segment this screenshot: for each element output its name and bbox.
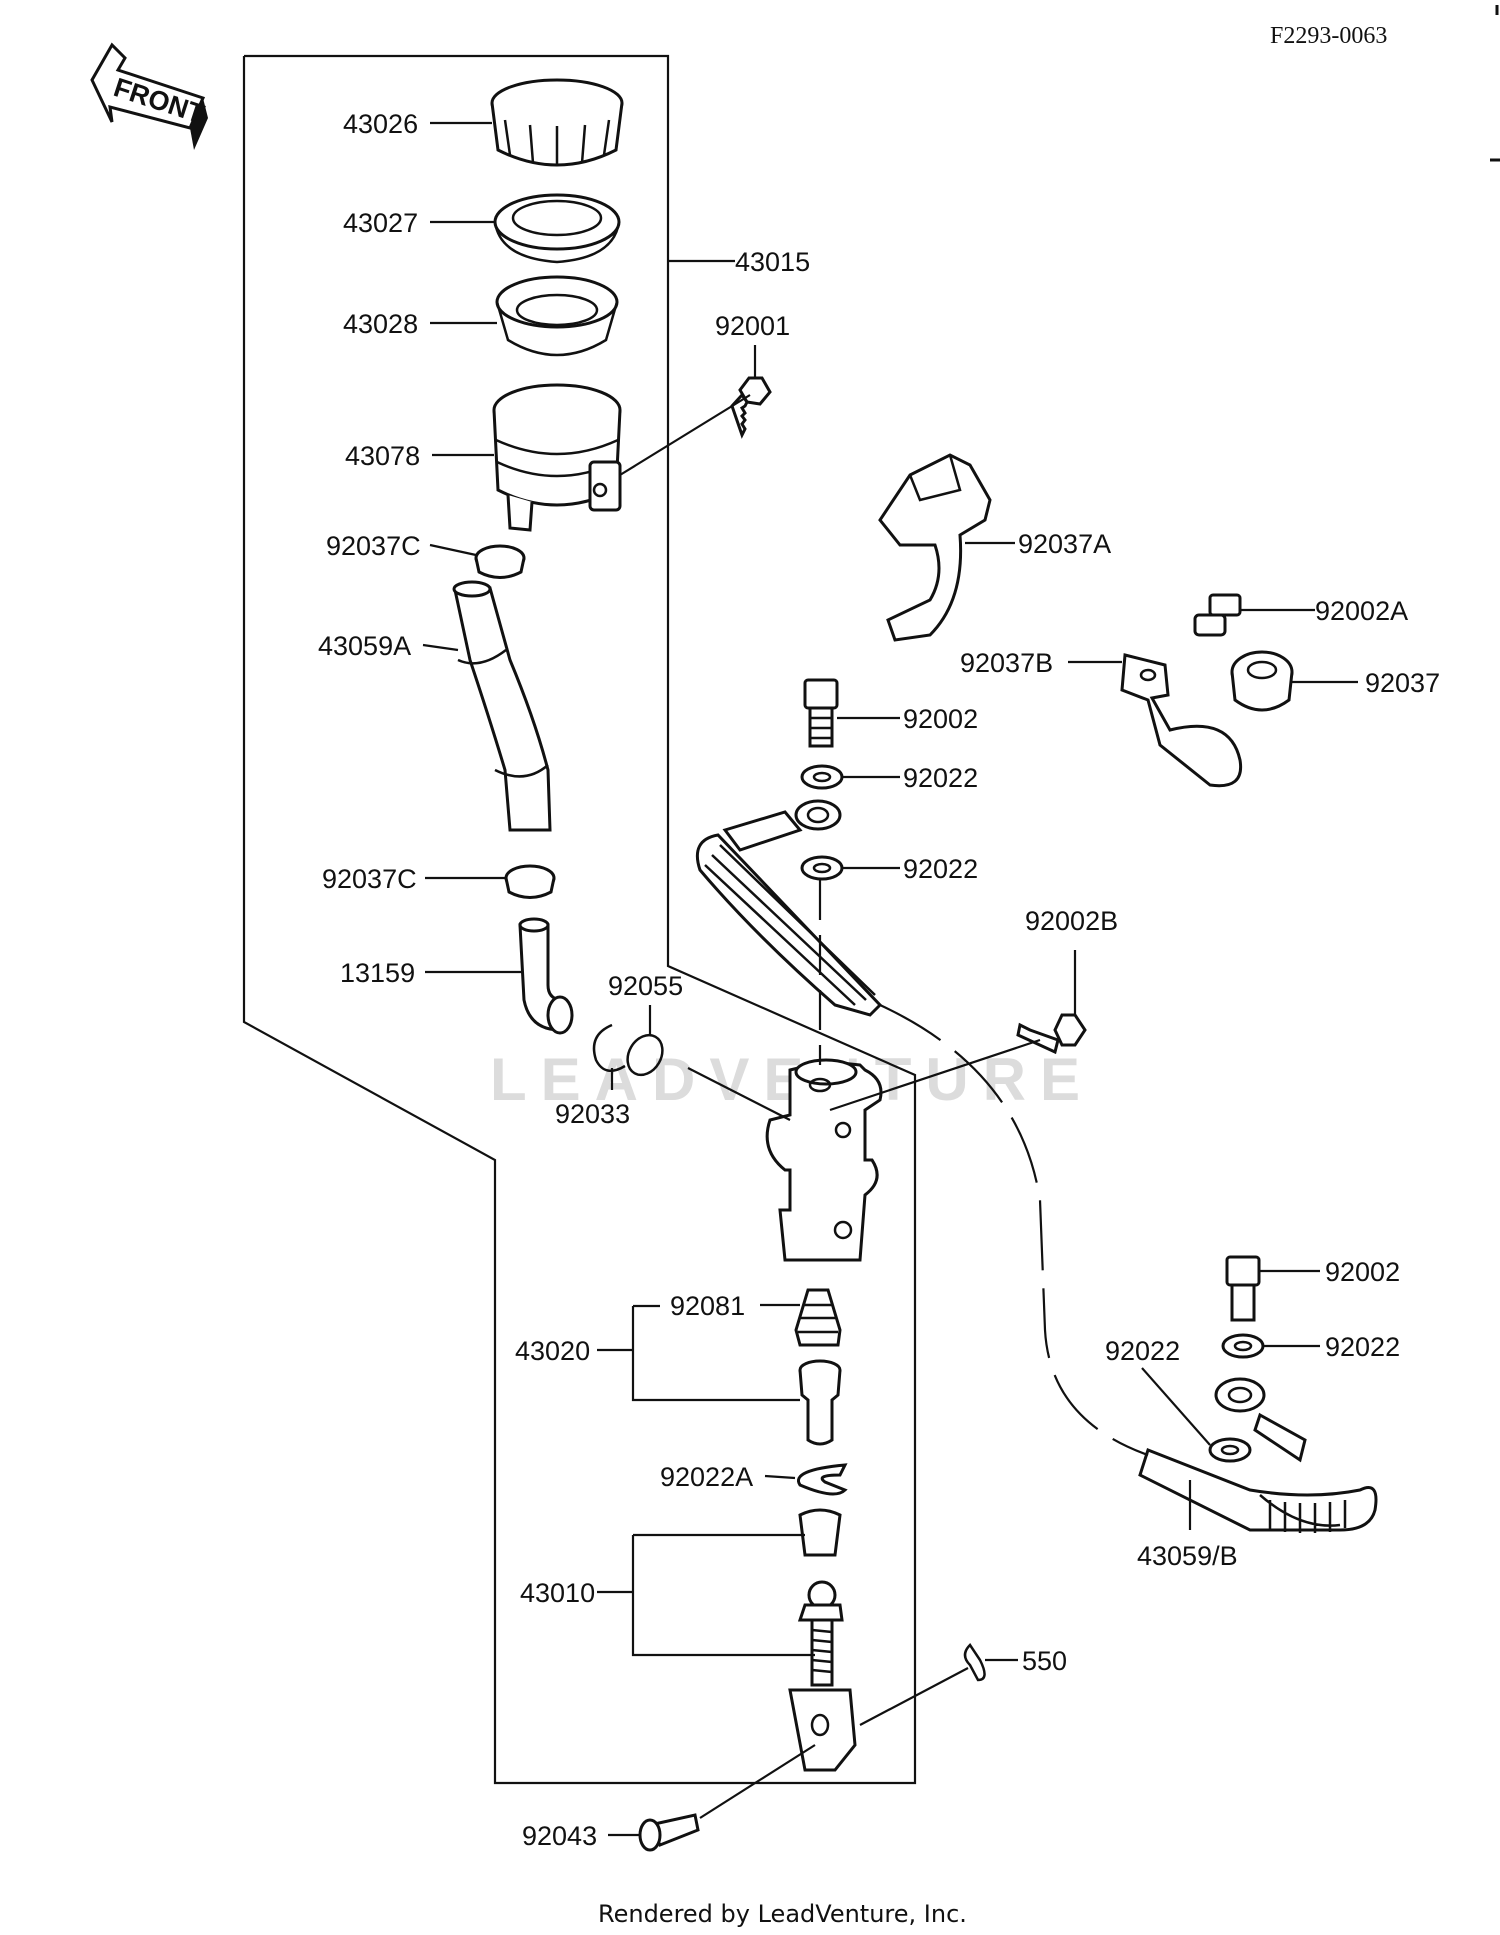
piston-set-part <box>788 1508 857 1772</box>
reservoir-fitting-part <box>798 1359 842 1446</box>
brake-hose-lower-part <box>1138 1377 1378 1533</box>
label-92055: 92055 <box>608 971 683 1001</box>
label-92022a: 92022A <box>660 1462 753 1492</box>
hose-clip-a-part <box>878 453 992 642</box>
label-43059b: 43059/B <box>1137 1541 1238 1571</box>
label-92002-top: 92002 <box>903 704 978 734</box>
washer-top-2-part <box>800 855 844 881</box>
label-13159: 13159 <box>340 958 415 988</box>
label-43078: 43078 <box>345 441 420 471</box>
label-92022-top-2: 92022 <box>903 854 978 884</box>
reservoir-bolt-part <box>730 376 772 439</box>
banjo-bolt-b-part <box>1016 1013 1087 1055</box>
banjo-bolt-right-part <box>1225 1255 1261 1322</box>
label-92001: 92001 <box>715 311 790 341</box>
brake-hose-top-part <box>695 799 883 1017</box>
label-92037c-bottom: 92037C <box>322 864 417 894</box>
washer-a-part <box>797 1463 848 1496</box>
footer-credit: Rendered by LeadVenture, Inc. <box>598 1900 967 1928</box>
label-43015: 43015 <box>735 247 810 277</box>
diagram-code: F2293-0063 <box>1270 23 1387 49</box>
label-43028: 43028 <box>343 309 418 339</box>
label-92022-top-1: 92022 <box>903 763 978 793</box>
label-92037c-top: 92037C <box>326 531 421 561</box>
o-ring-part <box>626 1033 664 1077</box>
diaphragm-plate-part <box>493 193 621 264</box>
label-92022-right: 92022 <box>1325 1332 1400 1362</box>
label-92022-mid: 92022 <box>1105 1336 1180 1366</box>
bracket-b-part <box>1120 653 1243 788</box>
label-92043: 92043 <box>522 1821 597 1851</box>
washer-top-1-part <box>800 764 844 790</box>
reservoir-cap-part <box>490 78 624 167</box>
grommet-part <box>1230 650 1294 712</box>
cotter-pin-part <box>963 1643 986 1682</box>
circlip-part <box>592 1023 626 1073</box>
label-92037: 92037 <box>1365 668 1440 698</box>
label-43010: 43010 <box>520 1578 595 1608</box>
reservoir-part <box>492 383 622 532</box>
label-92037b: 92037B <box>960 648 1053 678</box>
hose-clamp-top-part <box>474 544 526 579</box>
assembly-outline <box>242 54 917 1785</box>
label-92033: 92033 <box>555 1099 630 1129</box>
label-92081: 92081 <box>670 1291 745 1321</box>
bolt-a-part <box>1193 593 1242 637</box>
hose-clamp-bottom-part <box>504 864 556 899</box>
label-550: 550 <box>1022 1646 1067 1676</box>
washer-right-part <box>1221 1333 1265 1359</box>
label-92002b: 92002B <box>1025 906 1118 936</box>
label-43027: 43027 <box>343 208 418 238</box>
clevis-pin-part <box>638 1813 700 1852</box>
label-43020: 43020 <box>515 1336 590 1366</box>
label-92037a: 92037A <box>1018 529 1111 559</box>
hose-elbow-part <box>518 917 574 1035</box>
valve-cap-part <box>794 1288 842 1347</box>
label-92002-right: 92002 <box>1325 1257 1400 1287</box>
label-43026: 43026 <box>343 109 418 139</box>
reservoir-hose-part <box>452 580 552 832</box>
label-92002a: 92002A <box>1315 596 1408 626</box>
diaphragm-part <box>495 275 619 357</box>
watermark: LEADVENTURE <box>490 1046 1094 1113</box>
master-cylinder-body-part <box>765 1058 883 1262</box>
label-43059a: 43059A <box>318 631 411 661</box>
front-arrow-icon: FRONT <box>90 42 208 150</box>
washer-mid-part <box>1208 1437 1252 1463</box>
banjo-bolt-top-part <box>803 678 839 748</box>
